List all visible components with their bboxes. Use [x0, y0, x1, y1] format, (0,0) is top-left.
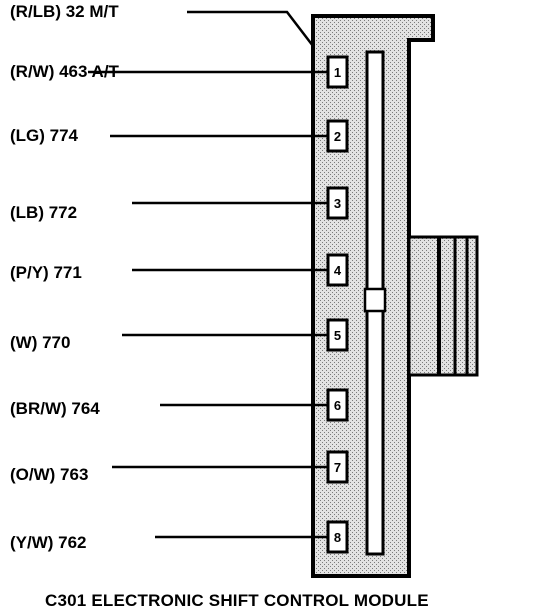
pin-cavity — [326, 450, 349, 484]
pin-number: 8 — [334, 530, 341, 545]
wire-label: (R/W) 463 A/T — [10, 62, 119, 81]
pin-number: 7 — [334, 460, 341, 475]
connector-lock-tab — [407, 235, 479, 377]
pin-cavity — [326, 55, 349, 89]
pin-number: 2 — [334, 129, 341, 144]
leader-line-r-lb — [187, 10, 314, 47]
wire-label: (O/W) 763 — [10, 465, 89, 484]
pin-cavity — [326, 186, 349, 220]
pin-number: 1 — [334, 65, 341, 80]
diagram-caption: C301 ELECTRONIC SHIFT CONTROL MODULE — [45, 591, 429, 610]
pin-cavity — [326, 119, 349, 153]
pin-cavity — [326, 388, 349, 422]
wire-label: (W) 770 — [10, 333, 71, 352]
wire-label: (Y/W) 762 — [10, 533, 87, 552]
pin-cavities: 1 2 3 4 5 6 7 8 — [88, 55, 349, 554]
wire-label: (LG) 774 — [10, 126, 79, 145]
pin-number: 4 — [334, 263, 342, 278]
wire-label: (LB) 772 — [10, 203, 78, 222]
wire-label: (P/Y) 771 — [10, 263, 82, 282]
connector-slot — [363, 50, 387, 556]
pin-cavity — [326, 253, 349, 287]
pin-cavity — [326, 520, 349, 554]
pin-number: 3 — [334, 196, 341, 211]
wire-label-r-lb: (R/LB) 32 M/T — [10, 2, 119, 21]
pin-cavity — [326, 318, 349, 352]
pin-number: 5 — [334, 328, 341, 343]
wire-label: (BR/W) 764 — [10, 399, 100, 418]
pin-number: 6 — [334, 398, 341, 413]
